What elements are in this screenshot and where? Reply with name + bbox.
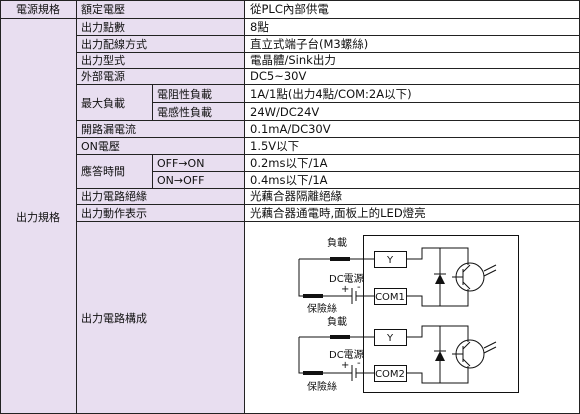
y-label-1: Y [386, 255, 394, 266]
plus-label-1: + [341, 284, 349, 295]
external-power-value: DC5~30V [250, 69, 306, 83]
fuse-symbol-2 [303, 371, 323, 375]
external-power-label: 外部電源 [81, 69, 125, 83]
diode-icon-1 [435, 274, 445, 284]
max-load-label: 最大負載 [81, 96, 125, 110]
com1-label: COM1 [375, 292, 405, 303]
isolation-value: 光藕合器隔離絕緣 [250, 189, 342, 203]
output-circuit-diagram: 負載 Y COM1 DC電源 + - 保險絲 負載 [298, 235, 519, 393]
on-voltage-value: 1.5V以下 [250, 139, 299, 153]
group-column-bg [0, 0, 76, 414]
leak-current-label: 開路漏電流 [81, 122, 136, 136]
off-on-value: 0.2ms以下/1A [250, 156, 328, 170]
circuit-label: 出力電路構成 [81, 311, 147, 325]
com2-label: COM2 [375, 369, 405, 380]
response-time-label: 應答時間 [81, 164, 125, 178]
load-symbol-2 [330, 335, 350, 339]
y-label-2: Y [386, 333, 394, 344]
inductive-load-value: 24W/DC24V [250, 105, 319, 119]
fuse-symbol-1 [303, 294, 323, 298]
fuse-label-1: 保險絲 [307, 302, 337, 315]
diode-icon-2 [435, 351, 445, 361]
isolation-label: 出力電路絕緣 [81, 189, 147, 203]
off-on-label: OFF→ON [157, 157, 204, 170]
module-boundary [363, 235, 519, 393]
leak-current-value: 0.1mA/DC30V [250, 122, 331, 136]
plus-label-2: + [341, 360, 349, 371]
on-off-label: ON→OFF [157, 174, 204, 187]
minus-label-2: - [357, 358, 361, 369]
dc-power-label-2: DC電源 [329, 348, 364, 361]
output-points-label: 出力點數 [81, 20, 125, 34]
indicator-value: 光藕合器通電時,面板上的LED燈亮 [250, 206, 426, 220]
output-group-label: 出力規格 [16, 210, 60, 224]
resistive-load-value: 1A/1點(出力4點/COM:2A以下) [250, 87, 412, 101]
output-type-label: 出力型式 [81, 53, 125, 67]
output-points-value: 8點 [250, 20, 269, 34]
resistive-load-label: 電阻性負載 [157, 87, 212, 101]
wiring-method-label: 出力配線方式 [81, 37, 147, 51]
on-voltage-label: ON電壓 [81, 140, 120, 153]
rated-voltage-value: 從PLC內部供電 [250, 2, 329, 16]
load-label-2: 負載 [327, 316, 347, 328]
minus-label-1: - [357, 282, 361, 293]
inductive-load-label: 電感性負載 [157, 105, 212, 119]
wiring-method-value: 直立式端子台(M3螺絲) [250, 37, 368, 51]
power-group-label: 電源規格 [16, 2, 60, 16]
load-symbol-1 [330, 257, 350, 261]
load-label-1: 負載 [327, 237, 347, 249]
fuse-label-2: 保險絲 [307, 380, 337, 393]
on-off-value: 0.4ms以下/1A [250, 173, 328, 187]
output-type-value: 電晶體/Sink出力 [250, 53, 336, 67]
indicator-label: 出力動作表示 [81, 206, 147, 220]
rated-voltage-label: 額定電壓 [81, 2, 125, 16]
dc-power-label-1: DC電源 [329, 272, 364, 285]
